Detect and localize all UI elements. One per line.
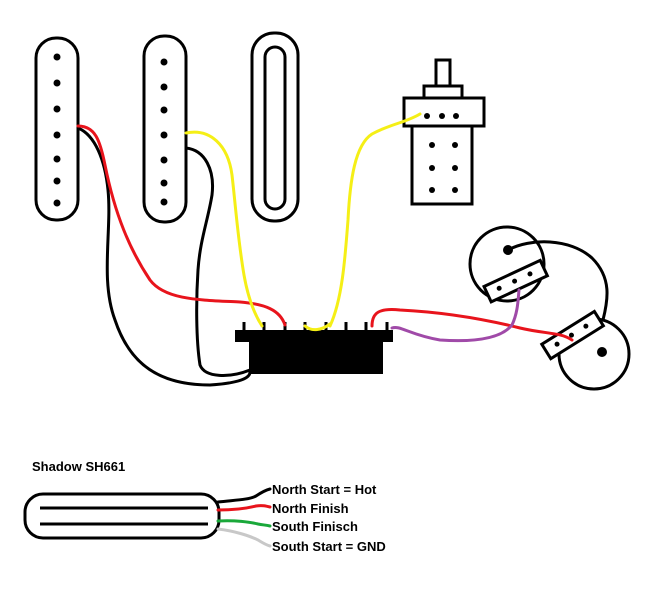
label-north-start: North Start = Hot [272,482,377,497]
legend-wire-green [216,519,272,528]
wire-yellow-pot [328,112,422,328]
push-pull-pot [402,58,486,206]
wire-yellow-switch [303,322,332,332]
legend-wire-gray [216,527,272,548]
wire-red-switch [370,308,574,342]
tone-pot [539,309,631,391]
wire-black-pots [506,240,609,322]
shadow-pickup [23,492,221,540]
legend-wires [216,487,272,548]
volume-pot [468,225,550,304]
pickup-neck [34,36,80,222]
label-north-finish: North Finish [272,501,349,516]
selector-switch [235,322,393,374]
label-south-start: South Start = GND [272,539,386,554]
legend-wire-black [216,487,272,504]
diagram-title: Shadow SH661 [32,459,125,474]
pickup-middle [142,34,188,224]
legend-wire-red [216,504,272,512]
label-south-finish: South Finisch [272,519,358,534]
wire-purple [390,288,521,343]
wire-black-middle [184,146,252,377]
pickup-rail [250,31,300,223]
wire-yellow-middle [184,130,264,328]
wires [76,112,609,387]
